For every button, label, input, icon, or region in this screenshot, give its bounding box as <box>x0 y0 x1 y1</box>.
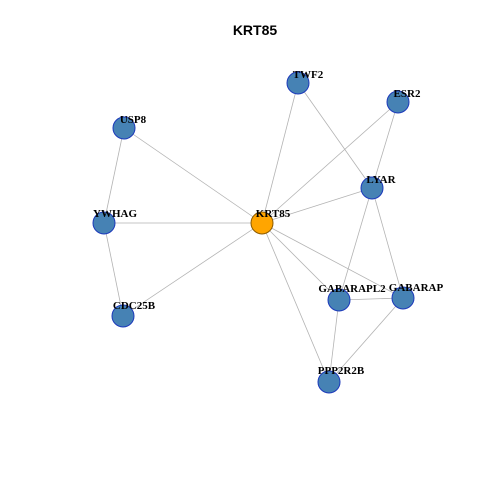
node-gabarap[interactable] <box>391 286 415 310</box>
edge-krt85-cdc25b <box>122 222 263 317</box>
edge-krt85-gabarapl2 <box>261 222 340 301</box>
edge-krt85-ppp2r2b <box>261 222 330 383</box>
edge-gabarap-ppp2r2b <box>328 297 404 383</box>
node-usp8[interactable] <box>112 116 136 140</box>
node-lyar[interactable] <box>360 176 384 200</box>
node-label-ppp2r2b: PPP2R2B <box>318 365 365 377</box>
edge-krt85-lyar <box>261 187 373 224</box>
node-label-twf2: TWF2 <box>293 69 324 81</box>
edge-lyar-gabarapl2 <box>338 187 373 301</box>
node-label-krt85: KRT85 <box>256 208 291 220</box>
edge-krt85-twf2 <box>261 82 299 224</box>
node-label-lyar: LYAR <box>366 174 396 186</box>
node-label-esr2: ESR2 <box>394 88 421 100</box>
node-label-gabarapl2: GABARAPL2 <box>318 283 386 295</box>
edge-lyar-gabarap <box>371 187 404 299</box>
edge-layer <box>103 82 404 383</box>
diagram-title: KRT85 <box>233 22 278 38</box>
node-gabarapl2[interactable] <box>327 288 351 312</box>
edge-usp8-ywhag <box>103 127 125 224</box>
edge-krt85-gabarap <box>261 222 404 299</box>
node-cdc25b[interactable] <box>111 304 135 328</box>
edge-krt85-esr2 <box>261 101 399 224</box>
edge-ywhag-cdc25b <box>103 222 124 317</box>
edge-esr2-lyar <box>371 101 399 189</box>
node-twf2[interactable] <box>286 71 310 95</box>
edge-twf2-lyar <box>297 82 373 189</box>
node-label-gabarap: GABARAP <box>389 282 444 294</box>
node-label-cdc25b: CDC25B <box>113 300 156 312</box>
node-ppp2r2b[interactable] <box>317 370 341 394</box>
node-layer <box>92 71 415 394</box>
node-esr2[interactable] <box>386 90 410 114</box>
edge-gabarapl2-ppp2r2b <box>328 299 340 383</box>
node-ywhag[interactable] <box>92 211 116 235</box>
edge-krt85-usp8 <box>123 127 263 224</box>
node-label-ywhag: YWHAG <box>93 208 137 220</box>
node-krt85[interactable] <box>250 211 274 235</box>
node-label-usp8: USP8 <box>120 114 147 126</box>
